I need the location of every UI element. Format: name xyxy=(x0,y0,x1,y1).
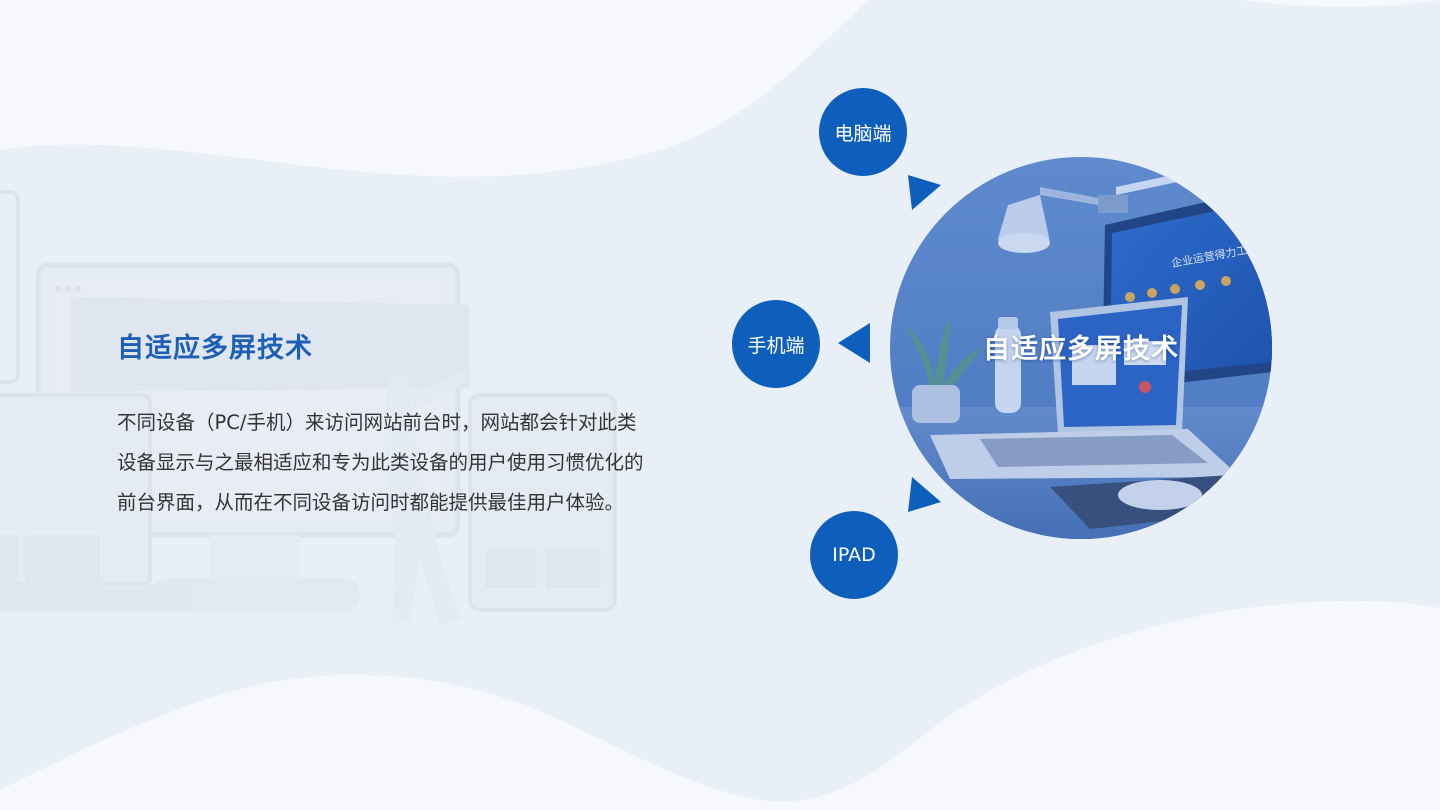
laptop-block-2 xyxy=(25,535,100,585)
photo-lamp-bulb xyxy=(998,233,1050,253)
bottom-wave xyxy=(0,601,1440,810)
top-wave xyxy=(0,0,1440,177)
photo-mouse xyxy=(1118,480,1202,510)
laptop-block-1 xyxy=(0,535,18,585)
tablet-block-1 xyxy=(485,550,537,588)
description-line-1: 不同设备（PC/手机）来访问网站前台时，网站都会针对此类 xyxy=(117,411,637,434)
center-photo-circle: 企业运营得力工具 自适应多屏技术 xyxy=(890,157,1272,539)
photo-laptop-screen xyxy=(1058,305,1182,427)
node-ipad[interactable]: IPAD xyxy=(810,511,898,599)
photo-plant-leaves xyxy=(905,317,982,392)
monitor-banner xyxy=(70,297,470,392)
photo-screen-icon-1 xyxy=(1125,292,1135,302)
node-phone[interactable]: 手机端 xyxy=(732,300,820,388)
person-arm xyxy=(410,372,470,410)
desk-photo: 企业运营得力工具 xyxy=(890,157,1272,539)
photo-screen-icon-2 xyxy=(1147,288,1157,298)
photo-laptop-badge xyxy=(1139,381,1151,393)
photo-laptop-panel xyxy=(1072,345,1116,385)
photo-lamp-clamp xyxy=(1098,195,1128,213)
person-figure xyxy=(384,375,462,625)
node-pc-label: 电脑端 xyxy=(834,122,892,145)
monitor-dot-1 xyxy=(55,286,61,292)
photo-bottle xyxy=(995,325,1021,413)
photo-screen-icon-4 xyxy=(1195,280,1205,290)
node-pc[interactable]: 电脑端 xyxy=(819,88,907,176)
section-description: 不同设备（PC/手机）来访问网站前台时，网站都会针对此类 设备显示与之最相适应和… xyxy=(117,403,737,523)
description-line-2: 设备显示与之最相适应和专为此类设备的用户使用习惯优化的 xyxy=(117,451,644,474)
tablet-block-2 xyxy=(546,550,601,588)
photo-bottle-cap xyxy=(998,317,1018,329)
laptop-base xyxy=(0,585,195,611)
photo-screen-icon-5 xyxy=(1221,276,1231,286)
monitor-dot-3 xyxy=(75,286,81,292)
center-label: 自适应多屏技术 xyxy=(983,334,1179,365)
tablet-left-outline xyxy=(0,190,20,384)
photo-screen-icon-3 xyxy=(1170,284,1180,294)
description-line-3: 前台界面，从而在不同设备访问时都能提供最佳用户体验。 xyxy=(117,491,625,514)
node-phone-label: 手机端 xyxy=(747,334,805,357)
monitor-dot-2 xyxy=(65,286,71,292)
photo-laptop-panel-2 xyxy=(1124,341,1166,365)
node-ipad-label: IPAD xyxy=(832,544,876,566)
photo-laptop-keys xyxy=(980,435,1208,467)
photo-tint xyxy=(890,157,1272,539)
monitor-stand xyxy=(210,535,300,580)
monitor-base xyxy=(150,578,360,612)
photo-plant-pot xyxy=(912,385,960,423)
section-title: 自适应多屏技术 xyxy=(117,333,313,364)
